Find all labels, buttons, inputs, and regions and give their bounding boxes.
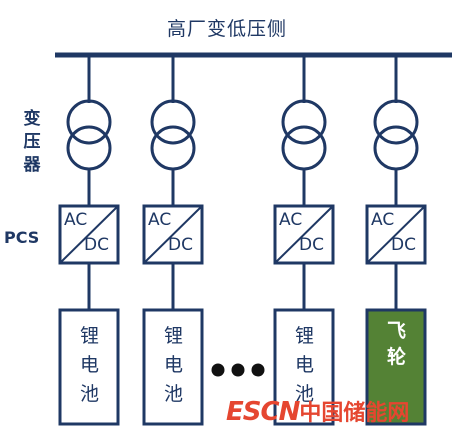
pcs-dc-label: DC <box>299 235 324 255</box>
battery-unit <box>273 308 335 426</box>
flywheel-unit <box>365 308 427 426</box>
ellipsis-dots <box>211 363 265 377</box>
flywheel-label: 飞轮 <box>386 320 406 368</box>
watermark-site-name: 中国储能网 <box>299 401 410 426</box>
pcs-dc-label: DC <box>391 235 416 255</box>
pcs-side-label: PCS <box>4 228 40 247</box>
transformer-primary-winding <box>66 99 112 145</box>
battery-unit <box>58 308 120 426</box>
watermark-logo-text: ESCN <box>226 397 300 427</box>
battery-label: 锂电池 <box>163 325 183 405</box>
ellipsis-dot <box>231 363 245 377</box>
transformer-secondary-winding <box>281 125 327 171</box>
bus-title: 高厂变低压侧 <box>166 18 287 40</box>
transformer-primary-winding <box>373 99 419 145</box>
pcs-diagonal <box>59 205 119 264</box>
transformer-secondary-winding <box>373 125 419 171</box>
pcs-dc-label: DC <box>168 235 193 255</box>
pcs-dc-label: DC <box>84 235 109 255</box>
battery-label: 锂电池 <box>294 325 314 405</box>
battery-unit <box>142 308 204 426</box>
transformer-side-label: 变压器 <box>23 109 41 175</box>
pcs-diagonal <box>366 205 426 264</box>
watermark: ESCN中国储能网 <box>226 395 409 427</box>
transformer-primary-winding <box>281 99 327 145</box>
battery-label: 锂电池 <box>79 325 99 405</box>
transformer-primary-winding <box>150 99 196 145</box>
transformer-secondary-winding <box>150 125 196 171</box>
pcs-diagonal <box>143 205 203 264</box>
pcs-ac-label: AC <box>371 210 395 230</box>
pcs-ac-label: AC <box>148 210 172 230</box>
pcs-ac-label: AC <box>279 210 303 230</box>
transformer-secondary-winding <box>66 125 112 171</box>
pcs-diagonal <box>274 205 334 264</box>
ellipsis-dot <box>211 363 225 377</box>
pcs-ac-label: AC <box>64 210 88 230</box>
ellipsis-dot <box>251 363 265 377</box>
